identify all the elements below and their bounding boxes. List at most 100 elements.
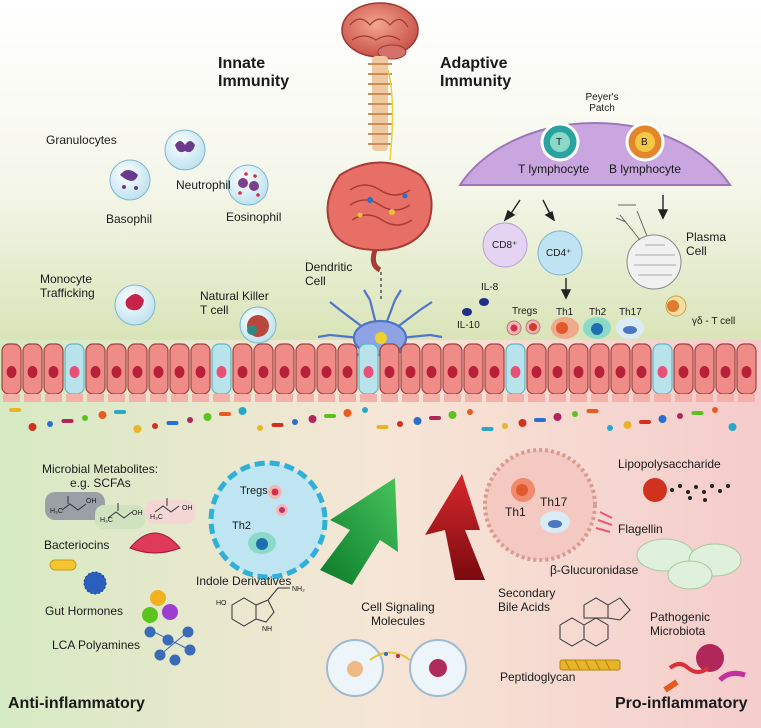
microbial-metabolites-label: Microbial Metabolites:e.g. SCFAs	[42, 462, 159, 490]
microbe	[639, 420, 651, 424]
cytokine-dots	[462, 298, 489, 316]
microvilli	[297, 394, 314, 402]
microbe	[47, 421, 53, 427]
cell-nucleus	[321, 366, 332, 378]
cell-nucleus	[699, 366, 710, 378]
microbe	[518, 419, 527, 427]
oh-label-2: OH	[132, 510, 143, 517]
t-lymphocyte-label: T lymphocyte	[518, 162, 590, 176]
formula-label-1: H₃C	[50, 508, 63, 515]
microvilli	[129, 394, 146, 402]
th1-inner-label: Th1	[505, 505, 526, 519]
b-glyph: B	[641, 137, 648, 148]
cell-nucleus	[258, 366, 269, 378]
microvilli	[213, 394, 230, 402]
cd8-label: CD8⁺	[492, 240, 518, 251]
cell-nucleus	[615, 366, 626, 378]
microvilli	[423, 394, 440, 402]
cell-signaling-icon	[326, 639, 467, 697]
microbe	[467, 409, 473, 415]
cell-nucleus	[48, 366, 59, 378]
cell-nucleus	[510, 366, 521, 378]
cell-nucleus	[300, 366, 311, 378]
microvilli	[549, 394, 566, 402]
intestines-icon	[326, 161, 433, 273]
microbe	[572, 411, 578, 417]
microbe	[397, 421, 403, 427]
th2-label: Th2	[589, 307, 607, 318]
microbe	[413, 417, 422, 425]
microvilli	[24, 394, 41, 402]
microvilli	[528, 394, 545, 402]
microvilli	[3, 394, 20, 402]
cell-nucleus	[405, 366, 416, 378]
microvilli	[66, 394, 83, 402]
glucuronidase-icon	[636, 538, 742, 590]
bacteriocins-label: Bacteriocins	[44, 538, 110, 552]
formula-label-3: H₃C	[150, 514, 163, 521]
cell-nucleus	[153, 366, 164, 378]
plasma-cell-icon	[615, 204, 682, 290]
cell-nucleus	[237, 366, 248, 378]
microvilli	[150, 394, 167, 402]
ho-label: HO	[216, 600, 227, 607]
microvilli	[318, 394, 335, 402]
microbe	[586, 409, 599, 413]
cell-nucleus	[489, 366, 500, 378]
anti-inflammatory-arrow	[320, 478, 398, 585]
peptidoglycan-label: Peptidoglycan	[500, 670, 576, 684]
microvilli	[108, 394, 125, 402]
glucuronidase-label: β-Glucuronidase	[550, 563, 639, 577]
microbe	[28, 423, 37, 431]
th2-inner-label: Th2	[232, 520, 251, 532]
cell-nucleus	[216, 366, 227, 378]
microvilli	[654, 394, 671, 402]
cell-nucleus	[468, 366, 479, 378]
microbe	[257, 425, 263, 431]
microvilli	[696, 394, 713, 402]
microvilli	[402, 394, 419, 402]
peyers-patch-icon	[458, 122, 732, 186]
microbe	[292, 419, 298, 425]
bacteriocins-icon	[49, 532, 181, 595]
microbe	[133, 425, 142, 433]
t-glyph: T	[556, 137, 563, 148]
epithelium-layer	[1, 343, 757, 402]
microbe	[712, 407, 718, 413]
pro-inflammatory-label: Pro-inflammatory	[615, 695, 748, 712]
eosinophil-icon	[227, 164, 269, 206]
microvilli	[255, 394, 272, 402]
oh-label-1: OH	[86, 498, 97, 505]
flagellin-icon	[595, 511, 613, 533]
microbe	[343, 409, 352, 417]
microbe	[187, 417, 193, 423]
cell-nucleus	[363, 366, 374, 378]
microbe	[691, 411, 704, 415]
microbe	[448, 411, 457, 419]
cell-nucleus	[552, 366, 563, 378]
microbe	[362, 407, 368, 413]
cd4-cell-icon	[537, 230, 583, 276]
microvilli	[339, 394, 356, 402]
t-cell-subsets	[506, 295, 687, 339]
indole-derivatives-label: Indole Derivatives	[196, 574, 292, 588]
microbe	[534, 418, 546, 422]
microvilli	[633, 394, 650, 402]
basophil-icon	[109, 159, 151, 201]
cell-nucleus	[426, 366, 437, 378]
cell-nucleus	[636, 366, 647, 378]
gamma-delta-t-cell-label: γδ - T cell	[692, 316, 736, 327]
cell-nucleus	[174, 366, 185, 378]
monocyte-icon	[114, 284, 156, 326]
bile-acid-molecule-icon	[559, 597, 631, 647]
il8-label: IL-8	[481, 282, 499, 293]
microvilli	[234, 394, 251, 402]
microvilli	[87, 394, 104, 402]
microvilli	[444, 394, 461, 402]
nh-label: NH	[262, 626, 273, 633]
